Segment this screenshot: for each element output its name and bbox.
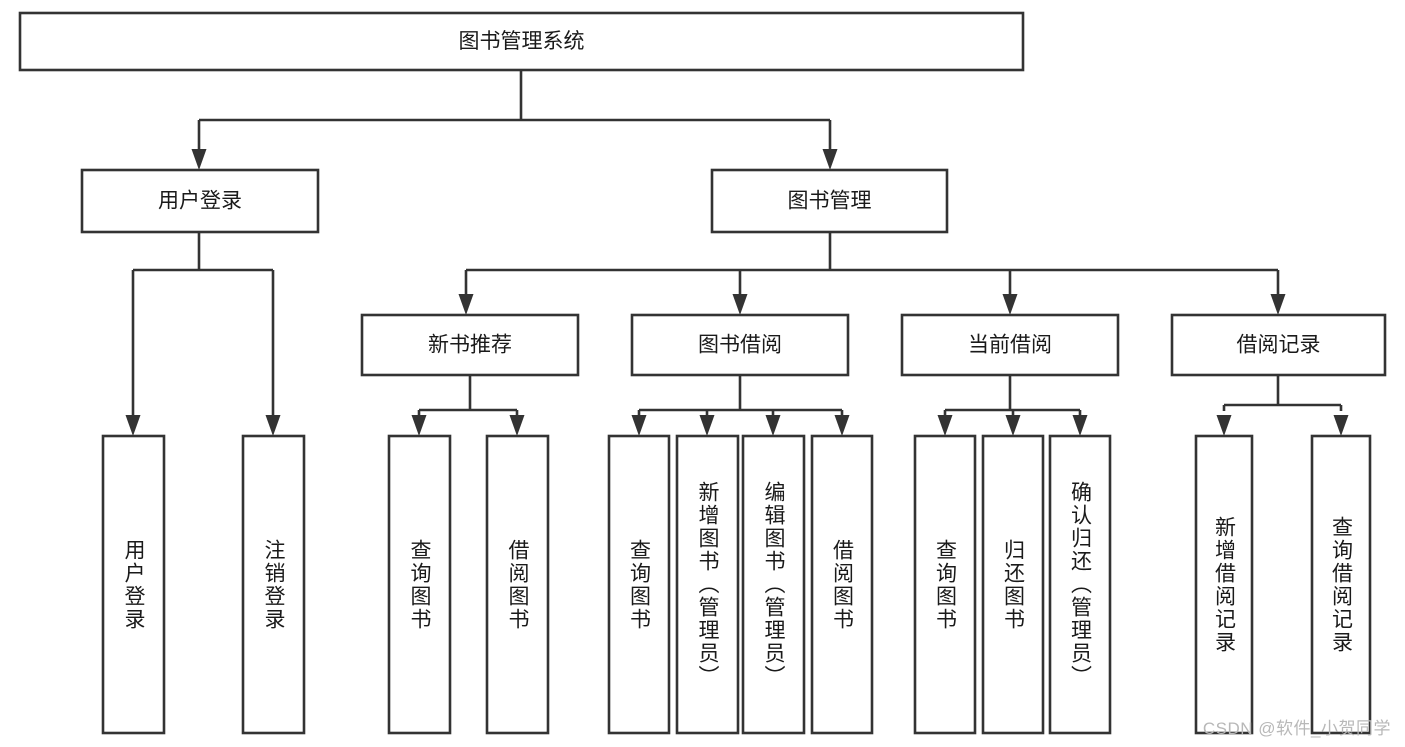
node-box-leaf-query-book-rec[interactable]: [387, 434, 452, 735]
node-box-leaf-query-book-cb[interactable]: [913, 434, 977, 735]
arrow-leaf-2-icon: [265, 415, 281, 436]
arrow-leaf-11-icon: [1072, 415, 1088, 436]
arrow-leaf-4-icon: [509, 415, 525, 436]
node-box-leaf-user-logout[interactable]: [241, 434, 306, 735]
arrow-leaf-1-icon: [125, 415, 141, 436]
arrow-leaf-6-icon: [699, 415, 715, 436]
arrow-leaf-10-icon: [1005, 415, 1021, 436]
node-box-leaf-add-record-br[interactable]: [1194, 434, 1254, 735]
node-box-leaf-query-book-bb[interactable]: [607, 434, 671, 735]
node-box-leaf-return-book-cb[interactable]: [981, 434, 1045, 735]
arrow-leaf-13-icon: [1333, 415, 1349, 436]
arrow-newbookrec-icon: [458, 294, 474, 315]
arrow-borrowrecord-icon: [1270, 294, 1286, 315]
arrow-currentborrow-icon: [1002, 294, 1018, 315]
node-label-root: 图书管理系统: [459, 30, 585, 53]
node-box-root[interactable]: [18, 11, 1025, 72]
node-label-user-login: 用户登录: [158, 190, 242, 213]
node-box-new-book-rec[interactable]: [360, 313, 580, 377]
arrow-leaf-3-icon: [411, 415, 427, 436]
node-box-leaf-borrow-book-bb[interactable]: [810, 434, 874, 735]
arrow-leaf-12-icon: [1216, 415, 1232, 436]
node-box-book-borrow[interactable]: [630, 313, 850, 377]
node-box-user-login[interactable]: [80, 168, 320, 234]
node-label-borrow-record: 借阅记录: [1237, 334, 1321, 357]
node-box-leaf-add-book-bb[interactable]: [675, 434, 740, 735]
node-label-current-borrow: 当前借阅: [968, 334, 1052, 357]
arrow-leaf-8-icon: [834, 415, 850, 436]
node-box-leaf-borrow-book-rec[interactable]: [485, 434, 550, 735]
node-boxes: [18, 11, 1387, 735]
arrow-bookmanage-icon: [822, 149, 838, 170]
arrow-userlogin-icon: [191, 149, 207, 170]
watermark-text: CSDN @软件_小贺同学: [1202, 719, 1391, 738]
node-box-leaf-user-login[interactable]: [101, 434, 166, 735]
node-box-book-manage[interactable]: [710, 168, 949, 234]
node-label-book-borrow: 图书借阅: [698, 334, 782, 357]
arrow-leaf-7-icon: [765, 415, 781, 436]
node-box-current-borrow[interactable]: [900, 313, 1120, 377]
node-box-leaf-query-record-br[interactable]: [1310, 434, 1372, 735]
arrow-leaf-5-icon: [631, 415, 647, 436]
arrow-bookborrow-icon: [732, 294, 748, 315]
arrow-heads: [125, 149, 1349, 436]
node-box-leaf-edit-book-bb[interactable]: [741, 434, 806, 735]
arrow-leaf-9-icon: [937, 415, 953, 436]
node-label-book-manage: 图书管理: [788, 190, 872, 213]
node-box-borrow-record[interactable]: [1170, 313, 1387, 377]
node-box-leaf-confirm-return-cb[interactable]: [1048, 434, 1112, 735]
node-label-new-book-rec: 新书推荐: [428, 334, 512, 357]
